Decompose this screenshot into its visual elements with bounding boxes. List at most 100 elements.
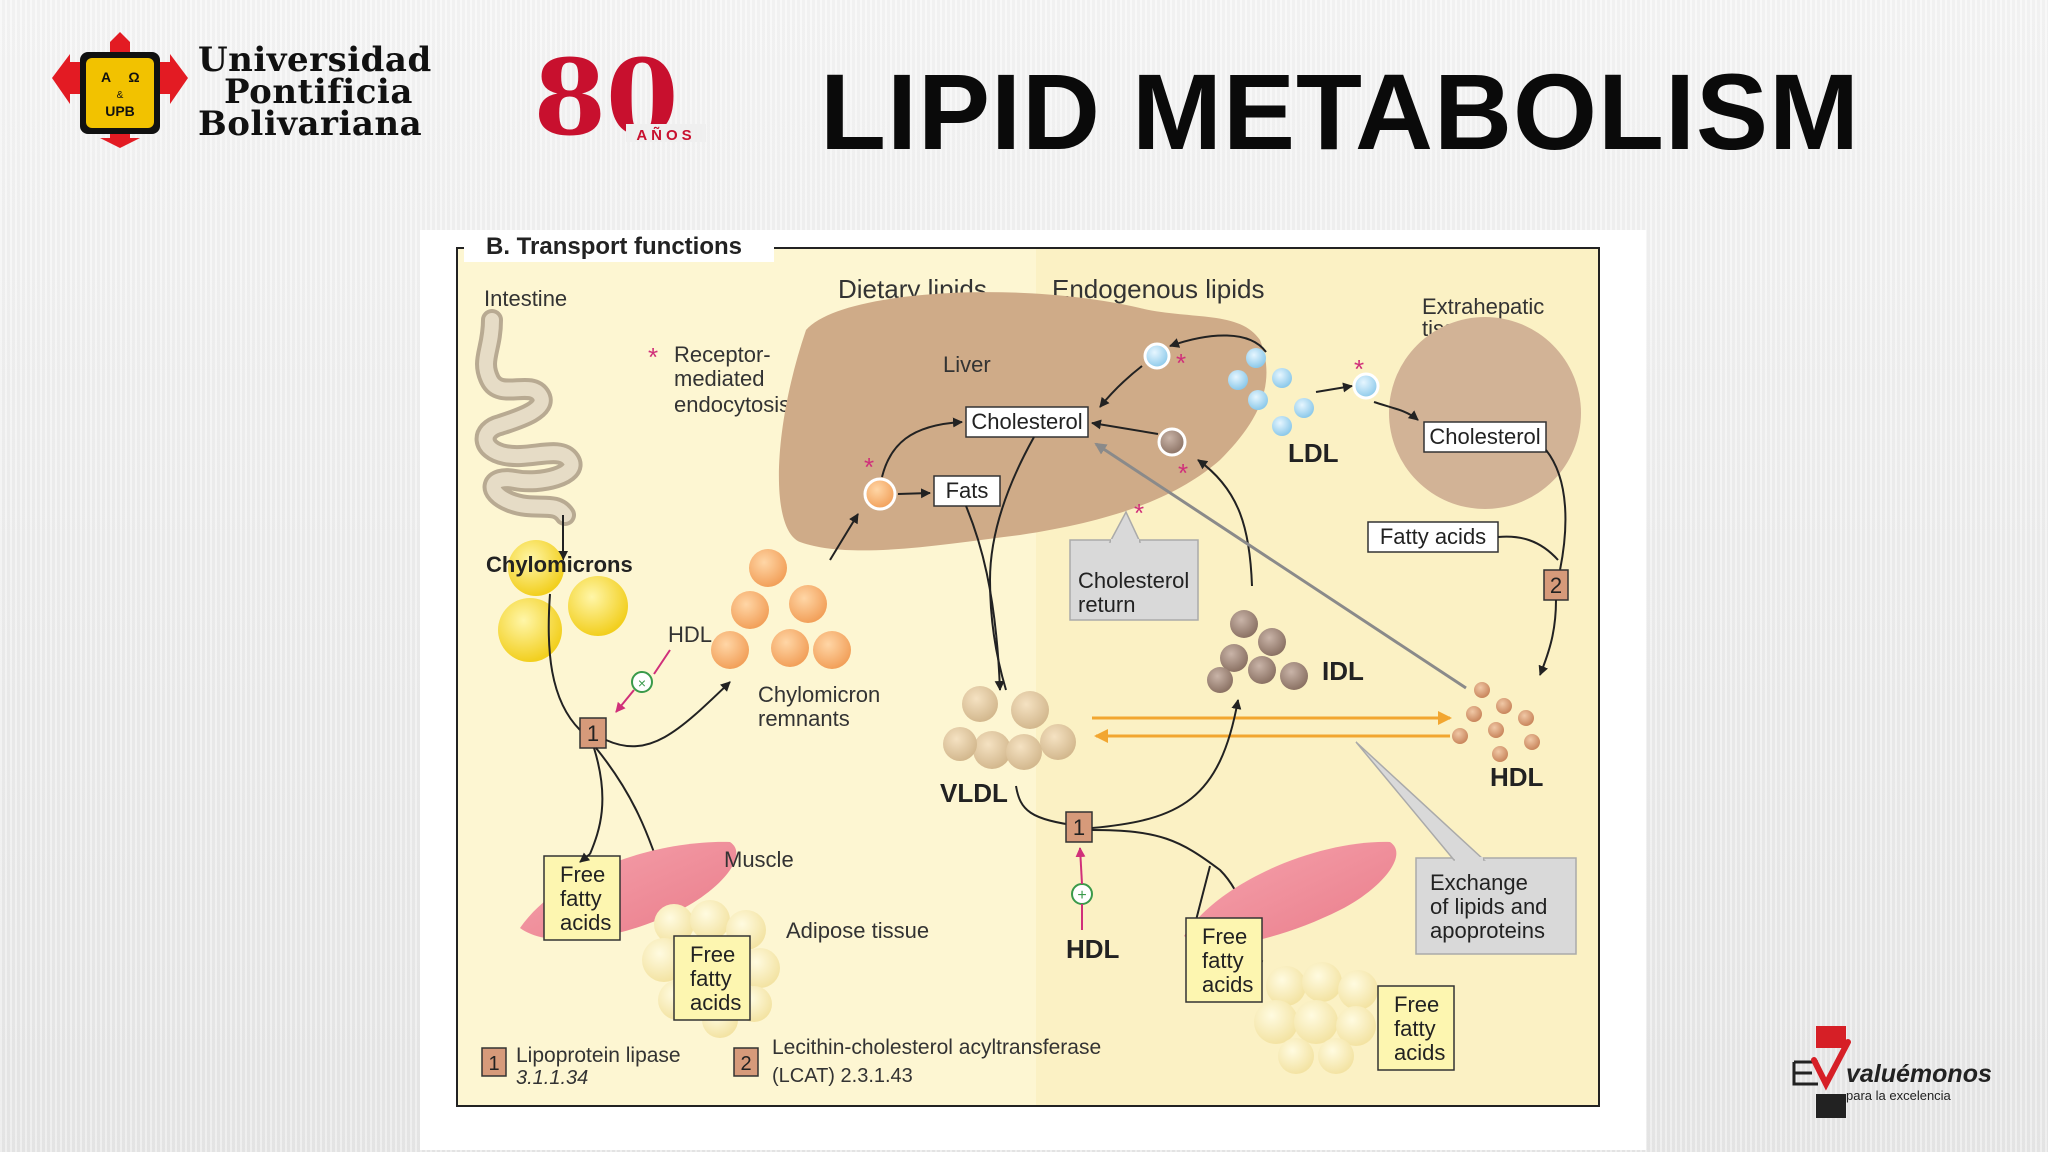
idl-particle-liver bbox=[1157, 427, 1187, 457]
upb-logo: A Ω & UPB Universidad Pontificia Bolivar… bbox=[50, 30, 470, 150]
fatty-acids-box bbox=[1367, 521, 1499, 553]
anniversary-80-logo: 80 AÑOS bbox=[534, 48, 706, 148]
idl-particles bbox=[1207, 610, 1308, 693]
check-icon bbox=[1811, 1039, 1851, 1091]
adipose-tissue-right bbox=[1254, 962, 1378, 1074]
chylomicron-particles bbox=[498, 540, 628, 662]
legend-marker-2 bbox=[733, 1047, 759, 1077]
fatty-acids-text: Fatty acids bbox=[1380, 524, 1486, 549]
asterisk-remnant: * bbox=[864, 452, 874, 482]
receptor-label-1: Receptor- bbox=[674, 342, 771, 367]
asterisk-ldl-tissue: * bbox=[1354, 354, 1364, 384]
ffa-muscle-left-1: Free bbox=[560, 862, 605, 887]
legend-marker-1 bbox=[481, 1047, 507, 1077]
cholesterol-return-callout bbox=[1069, 539, 1199, 621]
exchange-text-2: of lipids and bbox=[1430, 894, 1547, 919]
ffa-adipose-right-2: fatty bbox=[1394, 1016, 1436, 1041]
vldl-particles bbox=[943, 686, 1076, 770]
vldl-label: VLDL bbox=[940, 778, 1008, 808]
ffa-adipose-right-3: acids bbox=[1394, 1040, 1445, 1065]
frame bbox=[456, 247, 1600, 1107]
asterisk-legend: * bbox=[648, 342, 658, 372]
free-fatty-acids-box-adipose-left bbox=[673, 935, 751, 1021]
liver-label: Liver bbox=[943, 352, 991, 377]
chylomicrons-label: Chylomicrons bbox=[486, 552, 633, 577]
ldl-particle-tissue bbox=[1352, 372, 1380, 400]
hdl-sign-left-icon bbox=[631, 671, 653, 693]
ffa-adipose-left-2: fatty bbox=[690, 966, 732, 991]
asterisk-ldl-liver: * bbox=[1176, 348, 1186, 378]
asterisk-idl-liver: * bbox=[1178, 458, 1188, 488]
free-fatty-acids-box-adipose-right bbox=[1377, 985, 1455, 1071]
fats-text: Fats bbox=[946, 478, 989, 503]
legend-num-1: 1 bbox=[488, 1053, 499, 1075]
ffa-adipose-right-1: Free bbox=[1394, 992, 1439, 1017]
brand-tagline: para la excelencia bbox=[1846, 1088, 1952, 1103]
intestine-label: Intestine bbox=[484, 286, 567, 311]
hdl-particles-right bbox=[1452, 682, 1540, 762]
crest-letters-upb: UPB bbox=[105, 103, 135, 119]
intestine-illustration bbox=[474, 309, 583, 526]
university-name: Universidad Pontificia Bolivariana bbox=[198, 40, 478, 144]
legend-name-2: Lecithin-cholesterol acyltransferase bbox=[772, 1036, 1101, 1059]
muscle-label: Muscle bbox=[724, 847, 794, 872]
ldl-particle-liver bbox=[1143, 342, 1171, 370]
lcat-number: 2 bbox=[1550, 573, 1562, 598]
cholesterol-return-text-1: Cholesterol bbox=[1078, 568, 1189, 593]
crest-letter-alpha: A bbox=[101, 69, 111, 85]
enzyme-1-left-number: 1 bbox=[587, 721, 599, 746]
legend-name-1: Lipoprotein lipase bbox=[516, 1044, 681, 1067]
ffa-muscle-left-2: fatty bbox=[560, 886, 602, 911]
free-fatty-acids-box-muscle-left bbox=[543, 855, 621, 941]
university-line-1: Universidad bbox=[198, 40, 432, 80]
asterisk-cholesterol-return: * bbox=[1134, 498, 1144, 528]
lipoprotein-lipase-marker-right bbox=[1065, 811, 1093, 843]
anniversary-word: AÑOS bbox=[636, 126, 695, 144]
legend-code-1: 3.1.1.34 bbox=[516, 1067, 588, 1089]
ffa-muscle-right-3: acids bbox=[1202, 972, 1253, 997]
chylomicron-remnant-particles bbox=[711, 549, 851, 669]
free-fatty-acids-box-muscle-right bbox=[1185, 917, 1263, 1003]
receptor-label-2: mediated bbox=[674, 366, 765, 391]
hdl-sign-left: × bbox=[638, 675, 646, 691]
university-line-3: Bolivariana bbox=[198, 104, 423, 144]
evaluemonos-logo: valuémonos para la excelencia bbox=[1792, 1026, 1992, 1118]
cholesterol-box-tissue bbox=[1423, 421, 1547, 453]
hdl-label-right: HDL bbox=[1490, 762, 1544, 792]
remnants-label-2: remnants bbox=[758, 706, 850, 731]
hdl-label-left: HDL bbox=[668, 622, 712, 647]
extrahepatic-tissue-shape bbox=[1389, 317, 1581, 509]
transport-functions-diagram: B. Transport functions Intestine Dietary… bbox=[420, 230, 1646, 1150]
ffa-adipose-left-1: Free bbox=[690, 942, 735, 967]
receptor-label-3: endocytosis bbox=[674, 392, 790, 417]
adipose-label: Adipose tissue bbox=[786, 918, 929, 943]
hdl-label-bottom: HDL bbox=[1066, 934, 1120, 964]
ffa-muscle-left-3: acids bbox=[560, 910, 611, 935]
remnants-label-1: Chylomicron bbox=[758, 682, 880, 707]
crest-letter-omega: Ω bbox=[128, 69, 139, 85]
cholesterol-liver-text: Cholesterol bbox=[971, 409, 1082, 434]
section-title: B. Transport functions bbox=[486, 233, 742, 260]
ldl-particles bbox=[1228, 348, 1314, 436]
lcat-marker bbox=[1543, 569, 1569, 601]
enzyme-1-right-number: 1 bbox=[1073, 815, 1085, 840]
cholesterol-box-liver bbox=[965, 406, 1089, 438]
idl-label: IDL bbox=[1322, 656, 1364, 686]
exchange-text-3: apoproteins bbox=[1430, 918, 1545, 943]
fats-box bbox=[933, 475, 1001, 507]
legend-num-2: 2 bbox=[740, 1053, 751, 1075]
ffa-muscle-right-2: fatty bbox=[1202, 948, 1244, 973]
crest-ampersand: & bbox=[117, 90, 124, 101]
hdl-sign-right: + bbox=[1077, 887, 1086, 904]
exchange-callout bbox=[1415, 857, 1577, 955]
upb-crest-icon: A Ω & UPB bbox=[52, 32, 188, 148]
ffa-muscle-right-1: Free bbox=[1202, 924, 1247, 949]
page-title: LIPID METABOLISM bbox=[820, 51, 1860, 172]
brand-name: valuémonos bbox=[1846, 1060, 1992, 1088]
extrahepatic-label-1: Extrahepatic bbox=[1422, 294, 1544, 319]
lipoprotein-lipase-marker-left bbox=[579, 717, 607, 749]
exchange-text-1: Exchange bbox=[1430, 870, 1528, 895]
university-line-2: Pontificia bbox=[224, 72, 413, 112]
legend-code-2: (LCAT) 2.3.1.43 bbox=[772, 1065, 913, 1087]
cholesterol-return-text-2: return bbox=[1078, 592, 1135, 617]
